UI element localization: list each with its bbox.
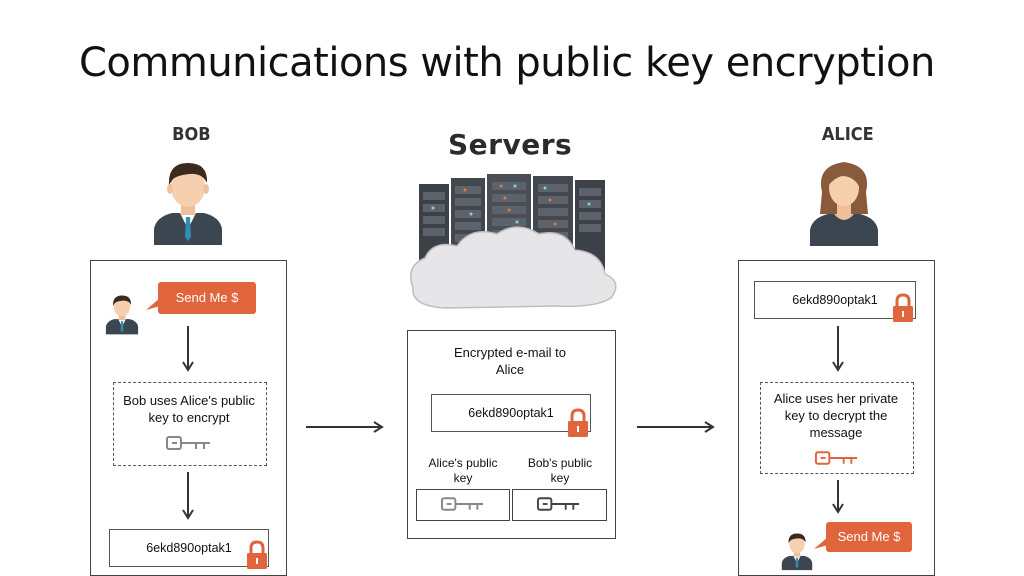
bob-arrow-down-2 [182, 472, 194, 520]
alice-avatar [810, 162, 878, 246]
alice-arrow-down-2 [832, 480, 844, 514]
bob-public-key-box [512, 489, 607, 521]
alice-name: ALICE [821, 124, 874, 145]
page-title: Communications with public key encryptio… [79, 40, 935, 86]
lock-icon [893, 293, 913, 322]
bob-avatar [154, 163, 222, 245]
server-rack-icon [410, 174, 617, 309]
alice-arrow-down-1 [832, 326, 844, 372]
bob-name: BOB [172, 124, 211, 145]
alice-encrypted-text: 6ekd890optak1 [792, 293, 878, 307]
lock-icon [247, 540, 267, 569]
alice-key-label: Alice's public key [428, 456, 498, 485]
alice-bubble-tail [814, 537, 828, 549]
bob-speech-bubble: Send Me $ [158, 282, 256, 314]
alice-decrypt-step [760, 382, 914, 474]
bob-bubble-tail [146, 298, 160, 310]
arrow-right-2 [637, 421, 715, 433]
key-icon [166, 436, 210, 450]
key-icon [441, 497, 484, 511]
alice-speech-bubble: Send Me $ [826, 522, 912, 552]
servers-label: Servers [448, 128, 573, 161]
alice-small-bob-avatar [781, 533, 813, 571]
key-icon [537, 497, 580, 511]
alice-bubble-text: Send Me $ [837, 529, 901, 544]
bob-bubble-text: Send Me $ [175, 290, 239, 305]
bob-arrow-down-1 [182, 326, 194, 372]
bob-encrypt-step [113, 382, 267, 466]
lock-icon [568, 408, 588, 437]
bob-small-avatar [105, 295, 139, 335]
key-icon [815, 451, 858, 465]
bob-step-text: Bob uses Alice's public key to encrypt [123, 393, 255, 425]
server-box-title: Encrypted e-mail to Alice [454, 345, 566, 377]
alice-step-text: Alice uses her private key to decrypt th… [773, 391, 899, 440]
alice-encrypted-message: 6ekd890optak1 [754, 281, 916, 319]
arrow-right-1 [306, 421, 384, 433]
alice-public-key-box [416, 489, 510, 521]
server-encrypted-text: 6ekd890optak1 [468, 406, 554, 420]
server-encrypted-message: 6ekd890optak1 [431, 394, 591, 432]
bob-encrypted-message: 6ekd890optak1 [109, 529, 269, 567]
bob-encrypted-text: 6ekd890optak1 [146, 541, 232, 555]
bob-key-label: Bob's public key [527, 456, 593, 485]
